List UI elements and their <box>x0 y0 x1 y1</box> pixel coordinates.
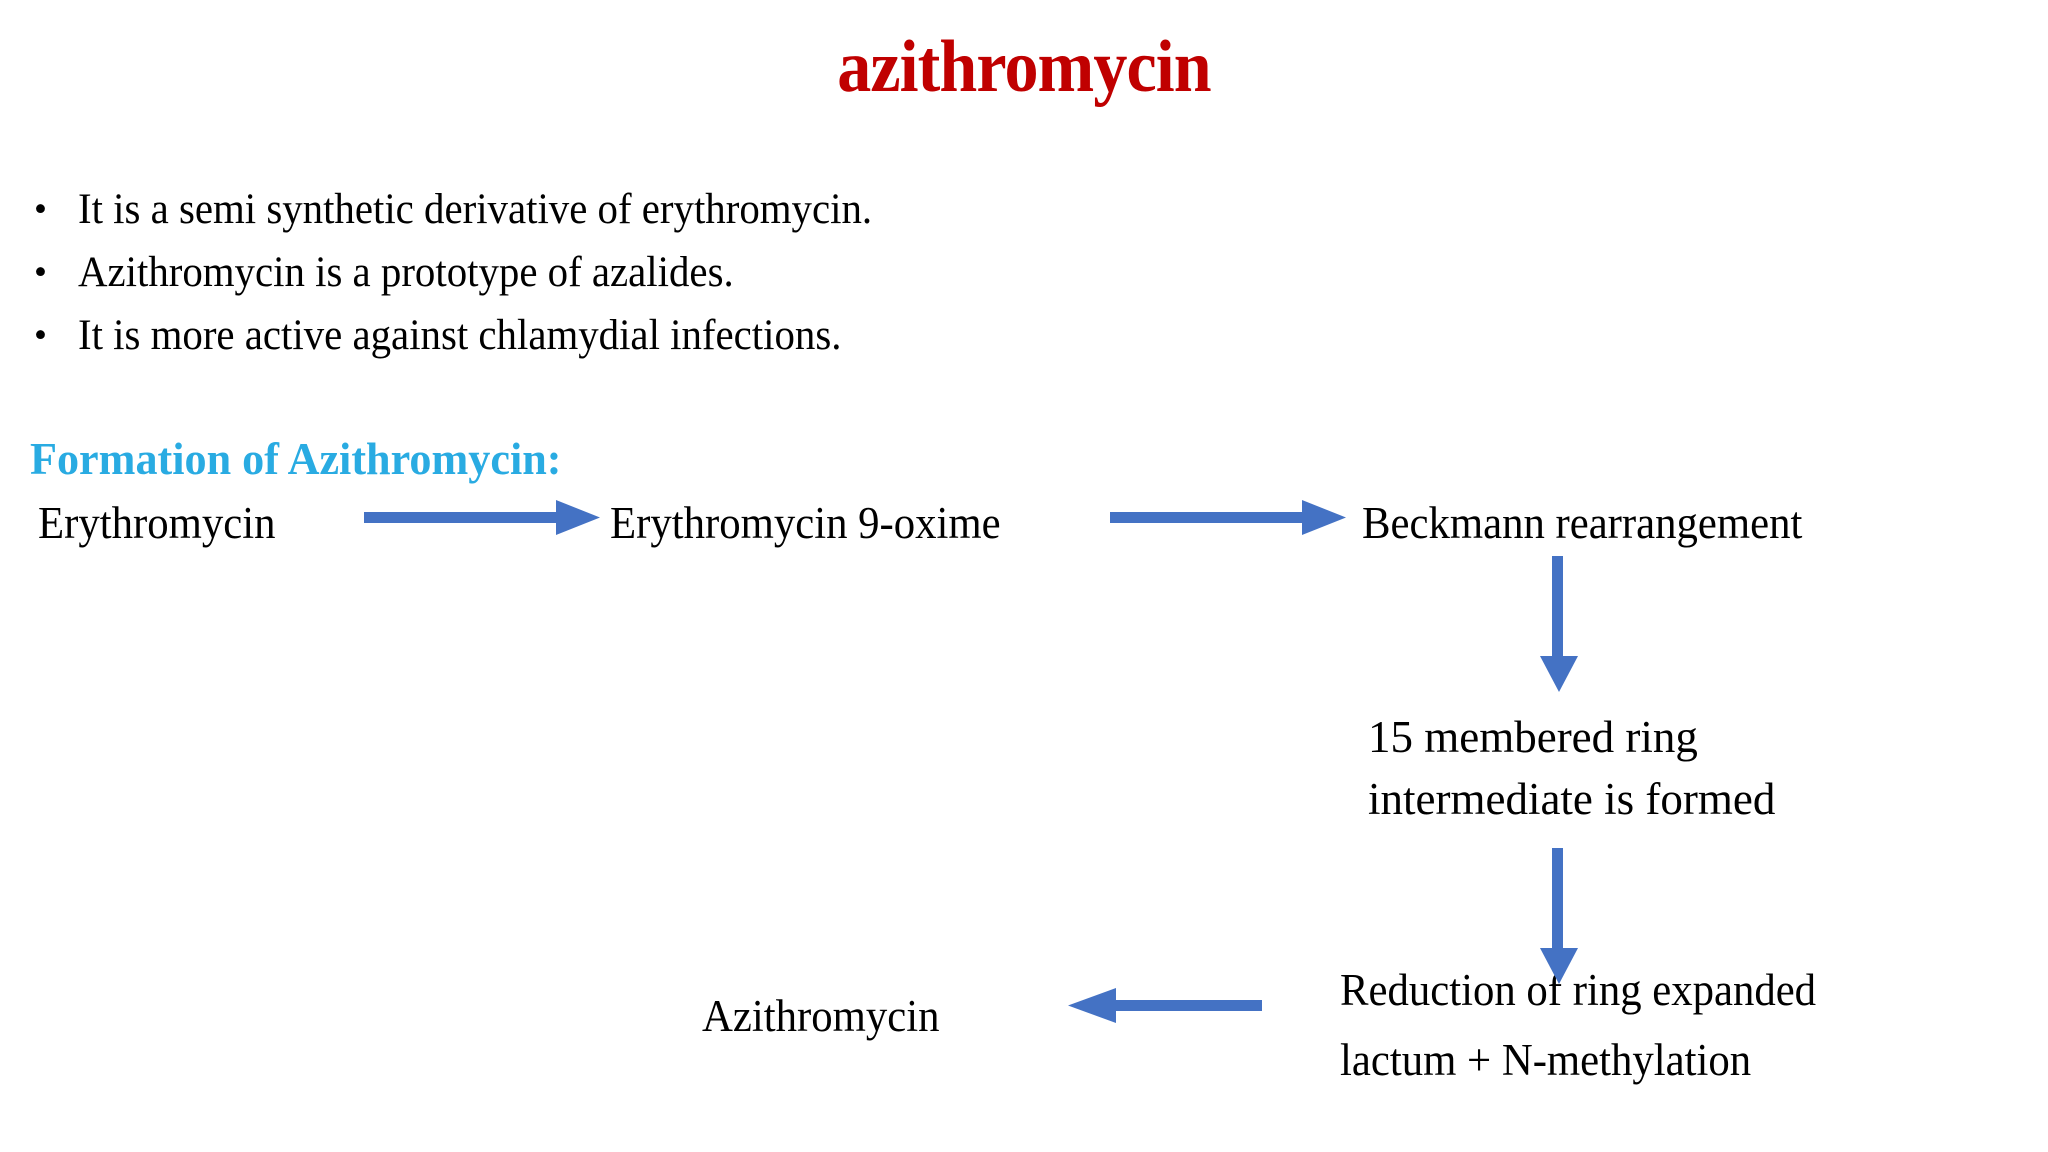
bullet-list: • It is a semi synthetic derivative of e… <box>26 178 1426 367</box>
bullet-marker-icon: • <box>34 189 47 230</box>
arrow-right-icon-oxime-to-beckmann <box>1110 500 1346 535</box>
arrow-down-icon-intermediate-to-reduction <box>1540 848 1578 984</box>
arrow-right-icon-erythromycin-to-oxime <box>364 500 600 535</box>
page-title: azithromycin <box>837 26 1211 108</box>
list-item: • It is a semi synthetic derivative of e… <box>26 178 1426 241</box>
arrow-left-icon-reduction-to-azithromycin <box>1068 988 1262 1023</box>
arrow-down-icon-beckmann-to-intermediate <box>1540 556 1578 692</box>
slide-bottom-edge <box>0 1146 2048 1152</box>
section-heading: Formation of Azithromycin: <box>30 433 562 484</box>
bullet-marker-icon: • <box>34 315 47 356</box>
list-item: • It is more active against chlamydial i… <box>26 304 1426 367</box>
list-item-text: Azithromycin is a prototype of azalides. <box>78 249 734 296</box>
bullet-marker-icon: • <box>34 252 47 293</box>
list-item: • Azithromycin is a prototype of azalide… <box>26 241 1426 304</box>
list-item-text: It is more active against chlamydial inf… <box>78 312 842 359</box>
list-item-text: It is a semi synthetic derivative of ery… <box>78 186 873 233</box>
